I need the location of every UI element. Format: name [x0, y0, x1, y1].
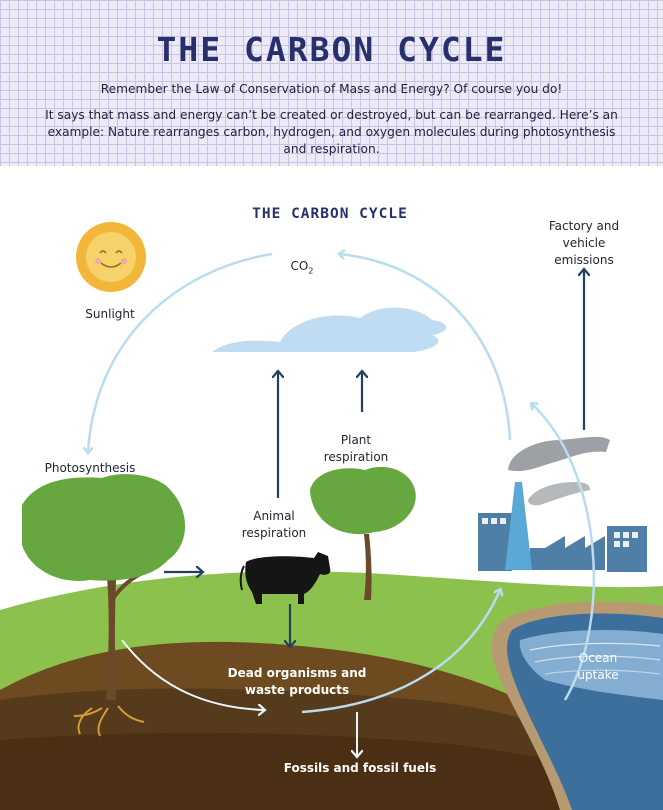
cycle-arrow-ocean-to-air [532, 404, 596, 701]
smoke [508, 436, 610, 506]
label-photosynthesis: Photosynthesis [44, 461, 136, 475]
label-dead-organisms: Dead organisms and waste products [227, 666, 367, 697]
intro-text-2: It says that mass and energy can’t be cr… [45, 108, 618, 156]
carbon-cycle-illustration [0, 222, 663, 810]
label-ocean-uptake: Ocean uptake [577, 651, 619, 682]
cycle-arrow-tree-to-soil [121, 639, 264, 710]
co2-label: CO2 [290, 259, 314, 276]
deep-soil [0, 732, 560, 810]
diagram-title: THE CARBON CYCLE [252, 206, 408, 222]
label-sunlight: Sunlight [85, 307, 135, 321]
page-title: THE CARBON CYCLE [156, 30, 507, 69]
cloud [212, 307, 447, 352]
label-fossils: Fossils and fossil fuels [283, 761, 437, 775]
label-animal-respiration: Animal respiration [241, 509, 307, 540]
large-tree [22, 474, 186, 737]
cycle-arrow-emissions-to-co2 [340, 254, 512, 441]
small-tree [310, 466, 416, 600]
cow-icon [239, 552, 331, 604]
label-plant-respiration: Plant respiration [323, 433, 389, 464]
header-panel: THE CARBON CYCLE Remember the Law of Con… [0, 0, 663, 166]
intro-text-1: Remember the Law of Conservation of Mass… [100, 82, 563, 96]
cycle-arrow-co2-to-photosynthesis [88, 252, 273, 452]
factory [478, 482, 647, 572]
sun-icon [76, 222, 146, 292]
cycle-arrow-soil-to-factory [301, 590, 500, 714]
label-factory-emissions: Factory and vehicle emissions [548, 219, 620, 267]
